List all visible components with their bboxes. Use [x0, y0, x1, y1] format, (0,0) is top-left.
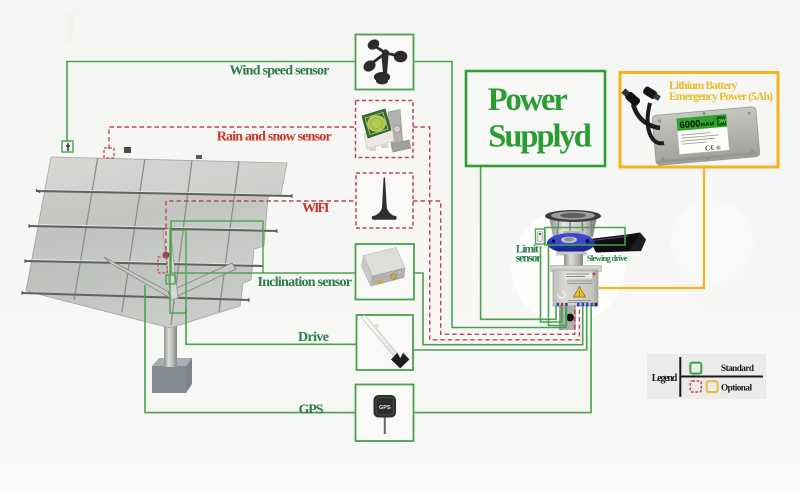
svg-text:Standard: Standard	[721, 363, 754, 373]
svg-text:Drive: Drive	[298, 330, 329, 345]
svg-text:sensor: sensor	[516, 253, 542, 265]
svg-text:WIFI: WIFI	[302, 201, 330, 216]
svg-text:GPS: GPS	[379, 405, 391, 411]
svg-text:Lithium Battery: Lithium Battery	[669, 80, 738, 92]
svg-text:!: !	[579, 291, 581, 298]
svg-text:3W: 3W	[718, 118, 726, 125]
svg-text:Supplyd: Supplyd	[488, 119, 592, 155]
svg-text:Wind speed sensor: Wind speed sensor	[230, 64, 330, 79]
svg-text:Power: Power	[488, 82, 568, 118]
svg-text:GPS: GPS	[299, 403, 324, 418]
svg-text:Rain and snow sensor: Rain and snow sensor	[217, 130, 332, 145]
svg-text:Optional: Optional	[721, 382, 752, 392]
svg-text:Inclination sensor: Inclination sensor	[258, 275, 353, 290]
svg-text:Emergency Power (5Ah): Emergency Power (5Ah)	[669, 91, 773, 103]
svg-text:Limit: Limit	[516, 244, 539, 256]
svg-text:C€: C€	[705, 143, 715, 153]
svg-text:Slewing drive: Slewing drive	[587, 253, 628, 263]
svg-text:▣: ▣	[716, 145, 722, 151]
svg-text:Legend: Legend	[652, 373, 678, 384]
